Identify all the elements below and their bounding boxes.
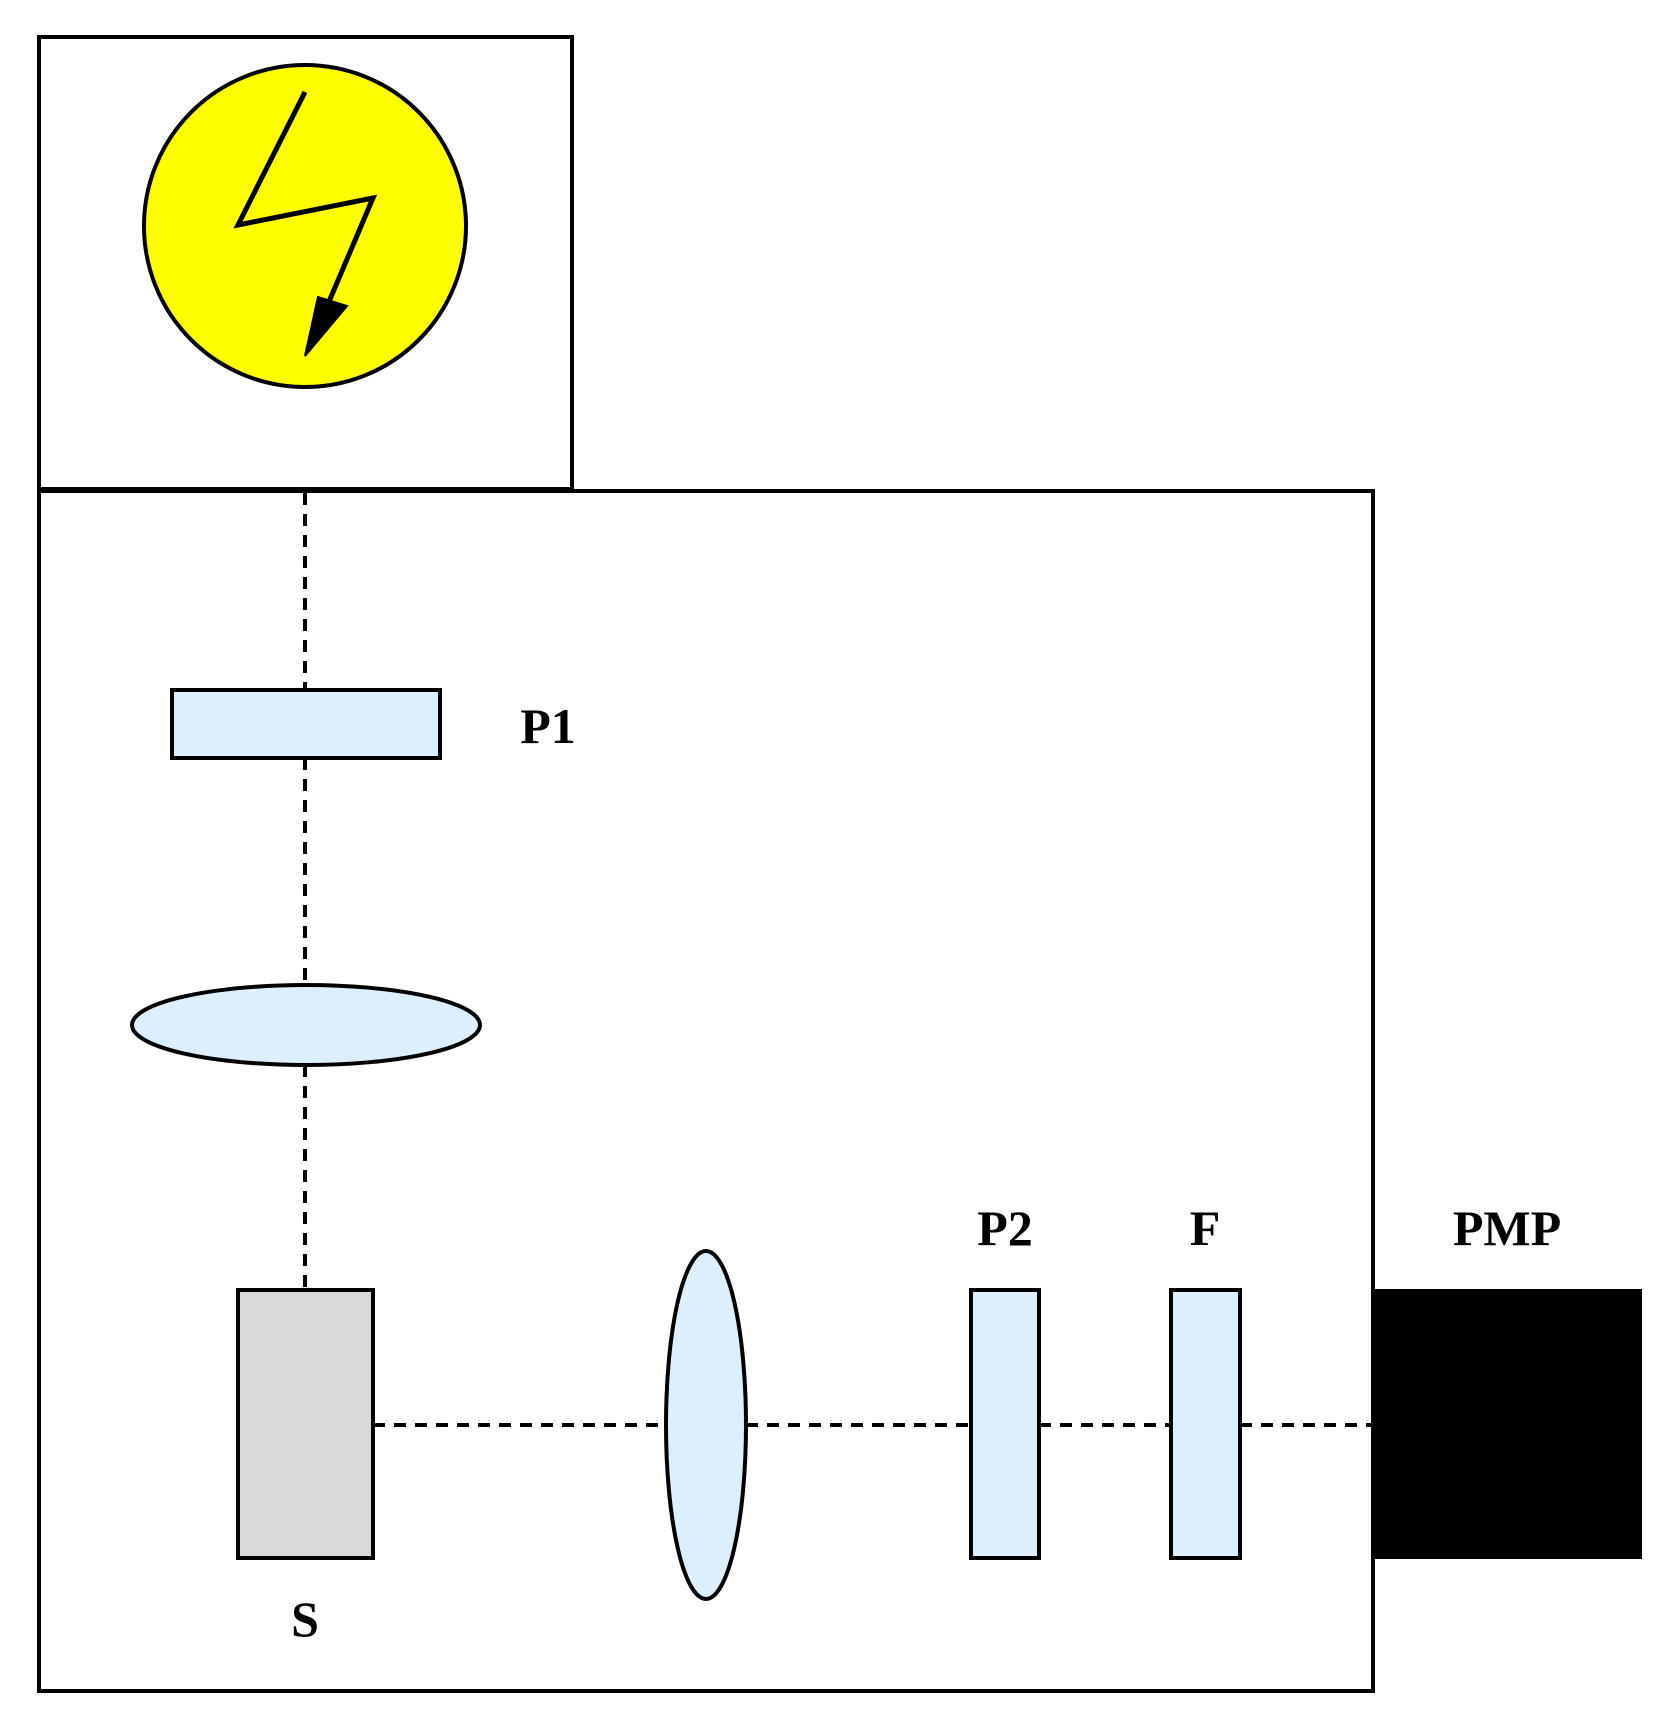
label-s: S — [291, 1591, 319, 1647]
polarizer-p1 — [170, 688, 442, 760]
label-f: F — [1190, 1200, 1221, 1256]
lens-horizontal — [130, 983, 482, 1067]
filter-f — [1169, 1288, 1242, 1560]
label-p2: P2 — [977, 1200, 1033, 1256]
label-pmp: PMP — [1453, 1200, 1561, 1256]
polarizer-p2 — [969, 1288, 1041, 1560]
lightning-bolt-icon — [233, 90, 378, 357]
sample-s — [236, 1288, 375, 1560]
lamp-circle — [142, 63, 468, 389]
detector-pmp — [1372, 1289, 1642, 1559]
lens-vertical — [664, 1249, 748, 1601]
label-p1: P1 — [520, 698, 576, 754]
lamp — [142, 63, 468, 389]
